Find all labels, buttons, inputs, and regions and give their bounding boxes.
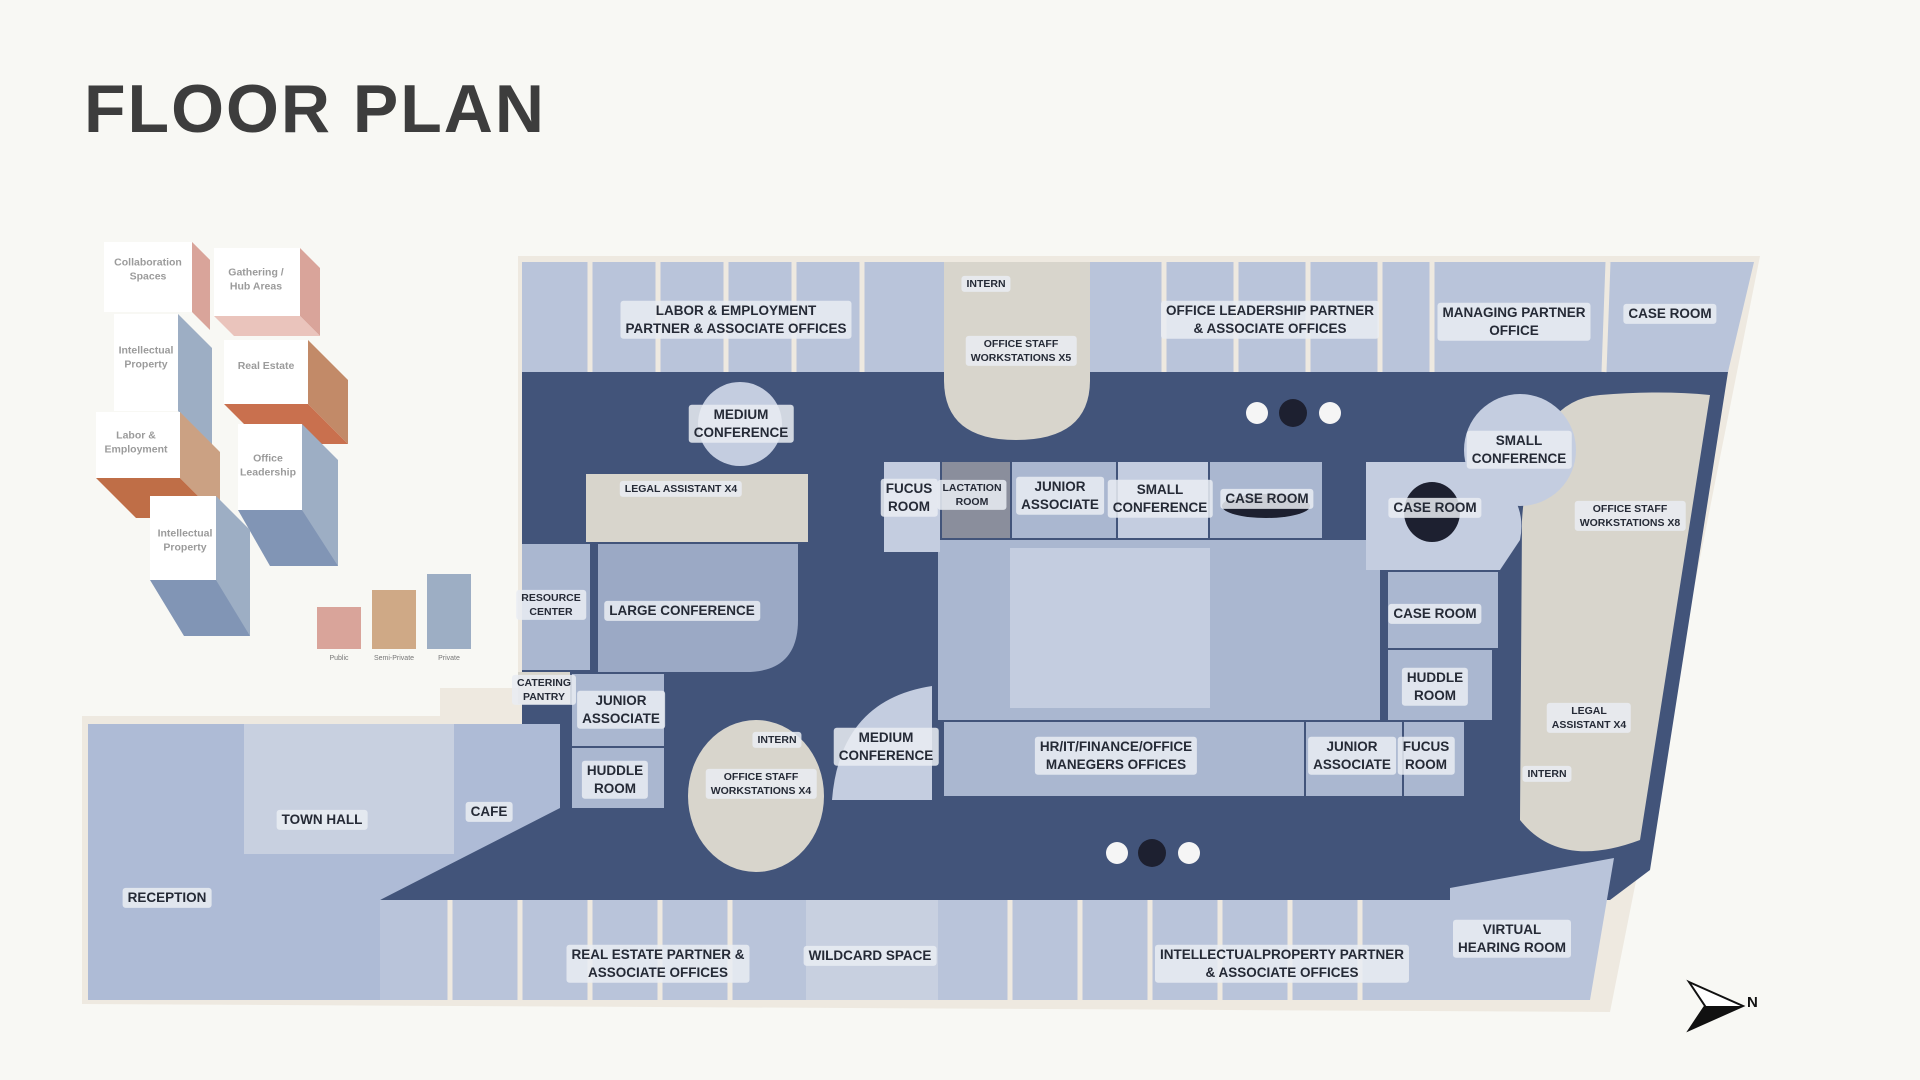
room-label-wildcard-space: WILDCARD SPACE xyxy=(803,945,937,967)
core-inner xyxy=(1010,548,1210,708)
room-label-reception: RECEPTION xyxy=(122,887,212,909)
room-label-case-room-top: CASE ROOM xyxy=(1623,303,1717,325)
room-label-junior-associate-bottom: JUNIOR ASSOCIATE xyxy=(1308,736,1396,776)
room-label-fucus-room-bottom: FUCUS ROOM xyxy=(1397,736,1455,776)
corridor-dot xyxy=(1279,399,1307,427)
page-title: FLOOR PLAN xyxy=(84,71,546,147)
legend-label-real-estate: Real Estate xyxy=(237,360,295,373)
room-label-fucus-room-top: FUCUS ROOM xyxy=(880,478,938,518)
room-label-catering-pantry: CATERING PANTRY xyxy=(511,674,577,706)
town-hall-floor xyxy=(244,724,454,854)
room-label-junior-associate-left: JUNIOR ASSOCIATE xyxy=(577,690,665,730)
legend-bar-label-public: Public xyxy=(329,655,349,662)
legend-label-intellectual-property: Intellectual Property xyxy=(118,344,174,370)
room-label-intern-middle: INTERN xyxy=(752,731,802,749)
room-label-virtual-hearing-room: VIRTUAL HEARING ROOM xyxy=(1453,919,1571,959)
corridor-dot xyxy=(1319,402,1341,424)
room-label-case-room-lower: CASE ROOM xyxy=(1388,603,1482,625)
corridor-dot xyxy=(1106,842,1128,864)
room-label-medium-conference-top: MEDIUM CONFERENCE xyxy=(688,404,794,444)
top-offices-band xyxy=(522,262,1754,372)
room-label-cafe: CAFE xyxy=(465,801,513,823)
room-label-labor-employment-offices: LABOR & EMPLOYMENT PARTNER & ASSOCIATE O… xyxy=(620,300,852,340)
room-label-medium-conference-bottom: MEDIUM CONFERENCE xyxy=(833,727,939,767)
room-label-case-room-right: CASE ROOM xyxy=(1388,497,1482,519)
room-label-resource-center: RESOURCE CENTER xyxy=(516,589,586,621)
room-label-office-staff-x5: OFFICE STAFF WORKSTATIONS X5 xyxy=(965,335,1077,367)
room-label-managing-partner-office: MANAGING PARTNER OFFICE xyxy=(1437,302,1591,342)
legend-label-gathering: Gathering / Hub Areas xyxy=(228,266,284,292)
legend-bar-label-private: Private xyxy=(438,655,460,662)
north-arrow: N xyxy=(1685,978,1765,1043)
legend-label-intellectual-property-2: Intellectual Property xyxy=(157,527,213,553)
room-label-real-estate-offices: REAL ESTATE PARTNER & ASSOCIATE OFFICES xyxy=(566,944,750,984)
corridor-dot xyxy=(1246,402,1268,424)
room-label-small-conference-center: SMALL CONFERENCE xyxy=(1107,479,1213,519)
room-label-huddle-room-left: HUDDLE ROOM xyxy=(581,760,649,800)
legend-label-office-leadership: Office Leadership xyxy=(239,452,297,478)
room-label-office-staff-x4: OFFICE STAFF WORKSTATIONS X4 xyxy=(705,768,817,800)
room-label-lactation-room: LACTATION ROOM xyxy=(937,479,1007,511)
room-label-junior-associate-top: JUNIOR ASSOCIATE xyxy=(1016,476,1104,516)
legend-bar-label-semi-private: Semi-Private xyxy=(373,655,415,662)
room-label-intern-right: INTERN xyxy=(1522,765,1572,783)
room-label-office-leadership-offices: OFFICE LEADERSHIP PARTNER & ASSOCIATE OF… xyxy=(1160,300,1380,340)
corridor-dot xyxy=(1138,839,1166,867)
room-label-intern-top: INTERN xyxy=(961,275,1011,293)
room-label-office-staff-x8: OFFICE STAFF WORKSTATIONS X8 xyxy=(1574,500,1686,532)
room-label-case-room-center: CASE ROOM xyxy=(1220,488,1314,510)
legend-label-labor: Labor & Employment xyxy=(104,429,168,455)
north-label: N xyxy=(1747,994,1758,1011)
room-label-hr-it-finance-offices: HR/IT/FINANCE/OFFICE MANEGERS OFFICES xyxy=(1034,736,1198,776)
room-label-huddle-room-right: HUDDLE ROOM xyxy=(1401,667,1469,707)
room-label-intellectual-property-offices: INTELLECTUALPROPERTY PARTNER & ASSOCIATE… xyxy=(1154,944,1410,984)
room-label-large-conference: LARGE CONFERENCE xyxy=(604,600,760,622)
room-label-legal-assistant-x4: LEGAL ASSISTANT X4 xyxy=(619,480,743,498)
room-label-legal-assistant-right: LEGAL ASSISTANT X4 xyxy=(1546,702,1632,734)
corridor-dot xyxy=(1178,842,1200,864)
legend-label-collaboration: Collaboration Spaces xyxy=(114,256,182,282)
north-arrow-icon xyxy=(1686,979,1746,1033)
room-label-small-conference-right: SMALL CONFERENCE xyxy=(1466,430,1572,470)
room-label-town-hall: TOWN HALL xyxy=(276,809,368,831)
